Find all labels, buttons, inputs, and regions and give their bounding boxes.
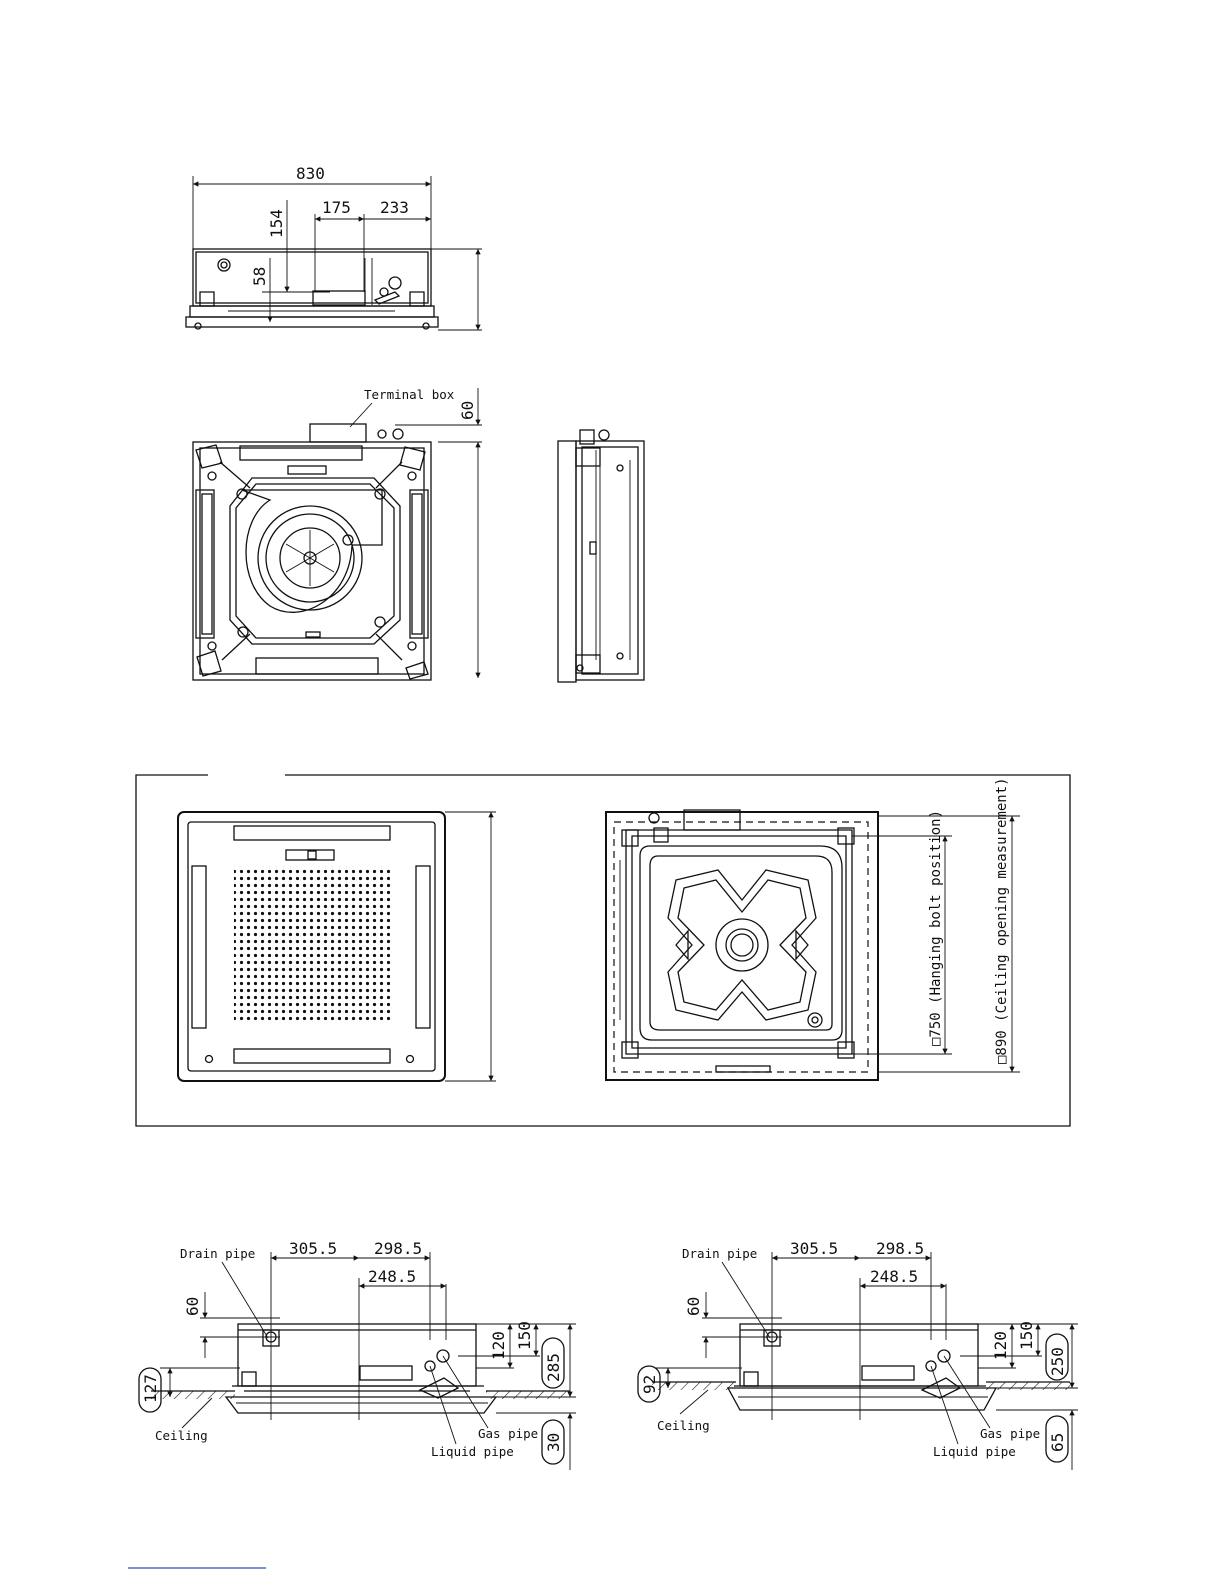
installation-view-right: Drain pipe 305.5 298.5 248.5 60 xyxy=(638,1239,1078,1470)
unit-bottom-view: Terminal box 60 xyxy=(193,387,482,680)
dim-92-right: 92 xyxy=(640,1375,659,1394)
label-gas-pipe-left: Gas pipe xyxy=(478,1426,538,1441)
dim-250-right: 250 xyxy=(1048,1347,1067,1376)
dim-150-right: 150 xyxy=(1017,1321,1036,1350)
dim-30-left: 30 xyxy=(544,1433,563,1452)
dim-305-5-left: 305.5 xyxy=(289,1239,337,1258)
ceiling-opening-view: □750 (Hanging bolt position) □890 (Ceili… xyxy=(606,777,1020,1080)
label-terminal-box: Terminal box xyxy=(364,387,455,402)
decoration-panel-view xyxy=(178,812,496,1081)
dim-150-left: 150 xyxy=(515,1321,534,1350)
top-elevation-view: 830 175 233 154 58 xyxy=(186,164,482,330)
dim-175: 175 xyxy=(322,198,351,217)
dim-298-5-right: 298.5 xyxy=(876,1239,924,1258)
label-gas-pipe-right: Gas pipe xyxy=(980,1426,1040,1441)
label-ceiling-right: Ceiling xyxy=(657,1418,710,1433)
label-drain-pipe-left: Drain pipe xyxy=(180,1246,255,1261)
unit-side-view xyxy=(558,430,644,682)
label-hanging-bolt: □750 (Hanging bolt position) xyxy=(928,810,944,1046)
dim-305-5-right: 305.5 xyxy=(790,1239,838,1258)
dim-248-5-right: 248.5 xyxy=(870,1267,918,1286)
dim-60-front: 60 xyxy=(458,401,477,420)
dim-120-right: 120 xyxy=(991,1331,1010,1360)
dim-58: 58 xyxy=(250,267,269,286)
dim-154: 154 xyxy=(267,209,286,238)
dim-830: 830 xyxy=(296,164,325,183)
label-liquid-pipe-left: Liquid pipe xyxy=(431,1444,514,1459)
dim-285-left: 285 xyxy=(544,1353,563,1382)
label-ceiling-opening: □890 (Ceiling opening measurement) xyxy=(994,777,1010,1064)
dim-65-right: 65 xyxy=(1048,1433,1067,1452)
dim-120-left: 120 xyxy=(489,1331,508,1360)
dim-127-left: 127 xyxy=(141,1374,160,1403)
dim-248-5-left: 248.5 xyxy=(368,1267,416,1286)
label-liquid-pipe-right: Liquid pipe xyxy=(933,1444,1016,1459)
dim-60-left: 60 xyxy=(183,1297,202,1316)
label-ceiling-left: Ceiling xyxy=(155,1428,208,1443)
dim-298-5-left: 298.5 xyxy=(374,1239,422,1258)
dim-233: 233 xyxy=(380,198,409,217)
dim-60-right: 60 xyxy=(684,1297,703,1316)
installation-view-left: Drain pipe 305.5 298.5 248.5 60 xyxy=(139,1239,576,1470)
label-drain-pipe-right: Drain pipe xyxy=(682,1246,757,1261)
ceiling-panel-section: □750 (Hanging bolt position) □890 (Ceili… xyxy=(136,775,1070,1126)
